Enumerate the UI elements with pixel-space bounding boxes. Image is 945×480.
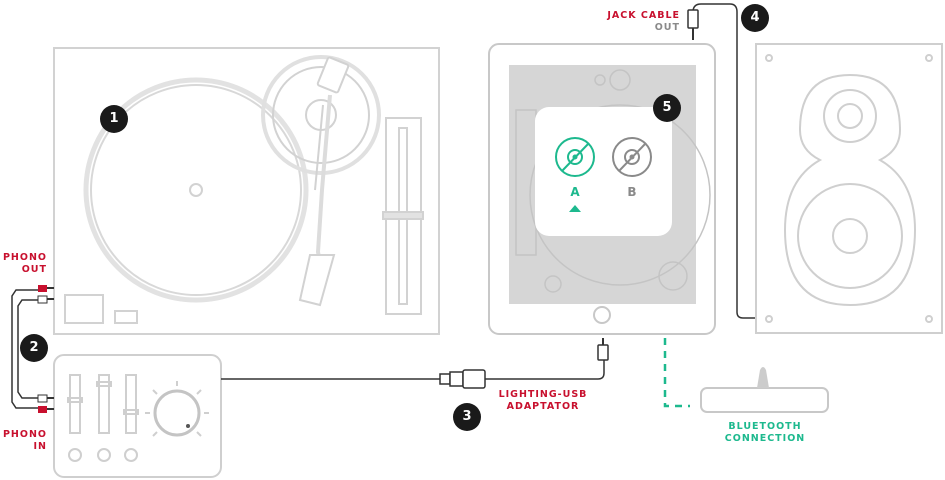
step-badge-1: 1 — [100, 105, 128, 133]
bluetooth-label: BLUETOOTH — [728, 421, 802, 432]
speaker-icon — [755, 43, 943, 334]
step-badge-5: 5 — [653, 94, 681, 122]
bluetooth-sub-label: CONNECTION — [724, 433, 806, 444]
phono-out-label: PHONO — [2, 252, 47, 263]
vinyl-icon-b[interactable] — [612, 137, 652, 177]
step-badge-3: 3 — [453, 403, 481, 431]
turntable-icon — [53, 47, 440, 335]
phono-in-sub-label: IN — [33, 441, 47, 452]
vinyl-icon-a[interactable] — [555, 137, 595, 177]
adaptor-label: LIGHTING-USB — [498, 389, 588, 400]
usb-adaptor-icon — [221, 338, 609, 389]
option-b-label[interactable]: B — [627, 185, 637, 199]
mixer-icon — [53, 354, 222, 478]
option-a-label[interactable]: A — [570, 185, 580, 199]
app-popup — [535, 107, 672, 236]
bluetooth-dock-icon — [663, 338, 829, 413]
adaptor-sub-label: ADAPTATOR — [506, 401, 580, 412]
phono-out-sub-label: OUT — [21, 264, 47, 275]
jack-out-label: OUT — [654, 22, 680, 33]
jack-cable-label: JACK CABLE — [607, 10, 680, 21]
step-badge-2: 2 — [20, 334, 48, 362]
step-badge-4: 4 — [741, 4, 769, 32]
rca-plug-icon — [11, 285, 54, 413]
jack-plug-icon — [687, 3, 757, 319]
phono-in-label: PHONO — [2, 429, 47, 440]
selected-indicator — [569, 205, 581, 212]
